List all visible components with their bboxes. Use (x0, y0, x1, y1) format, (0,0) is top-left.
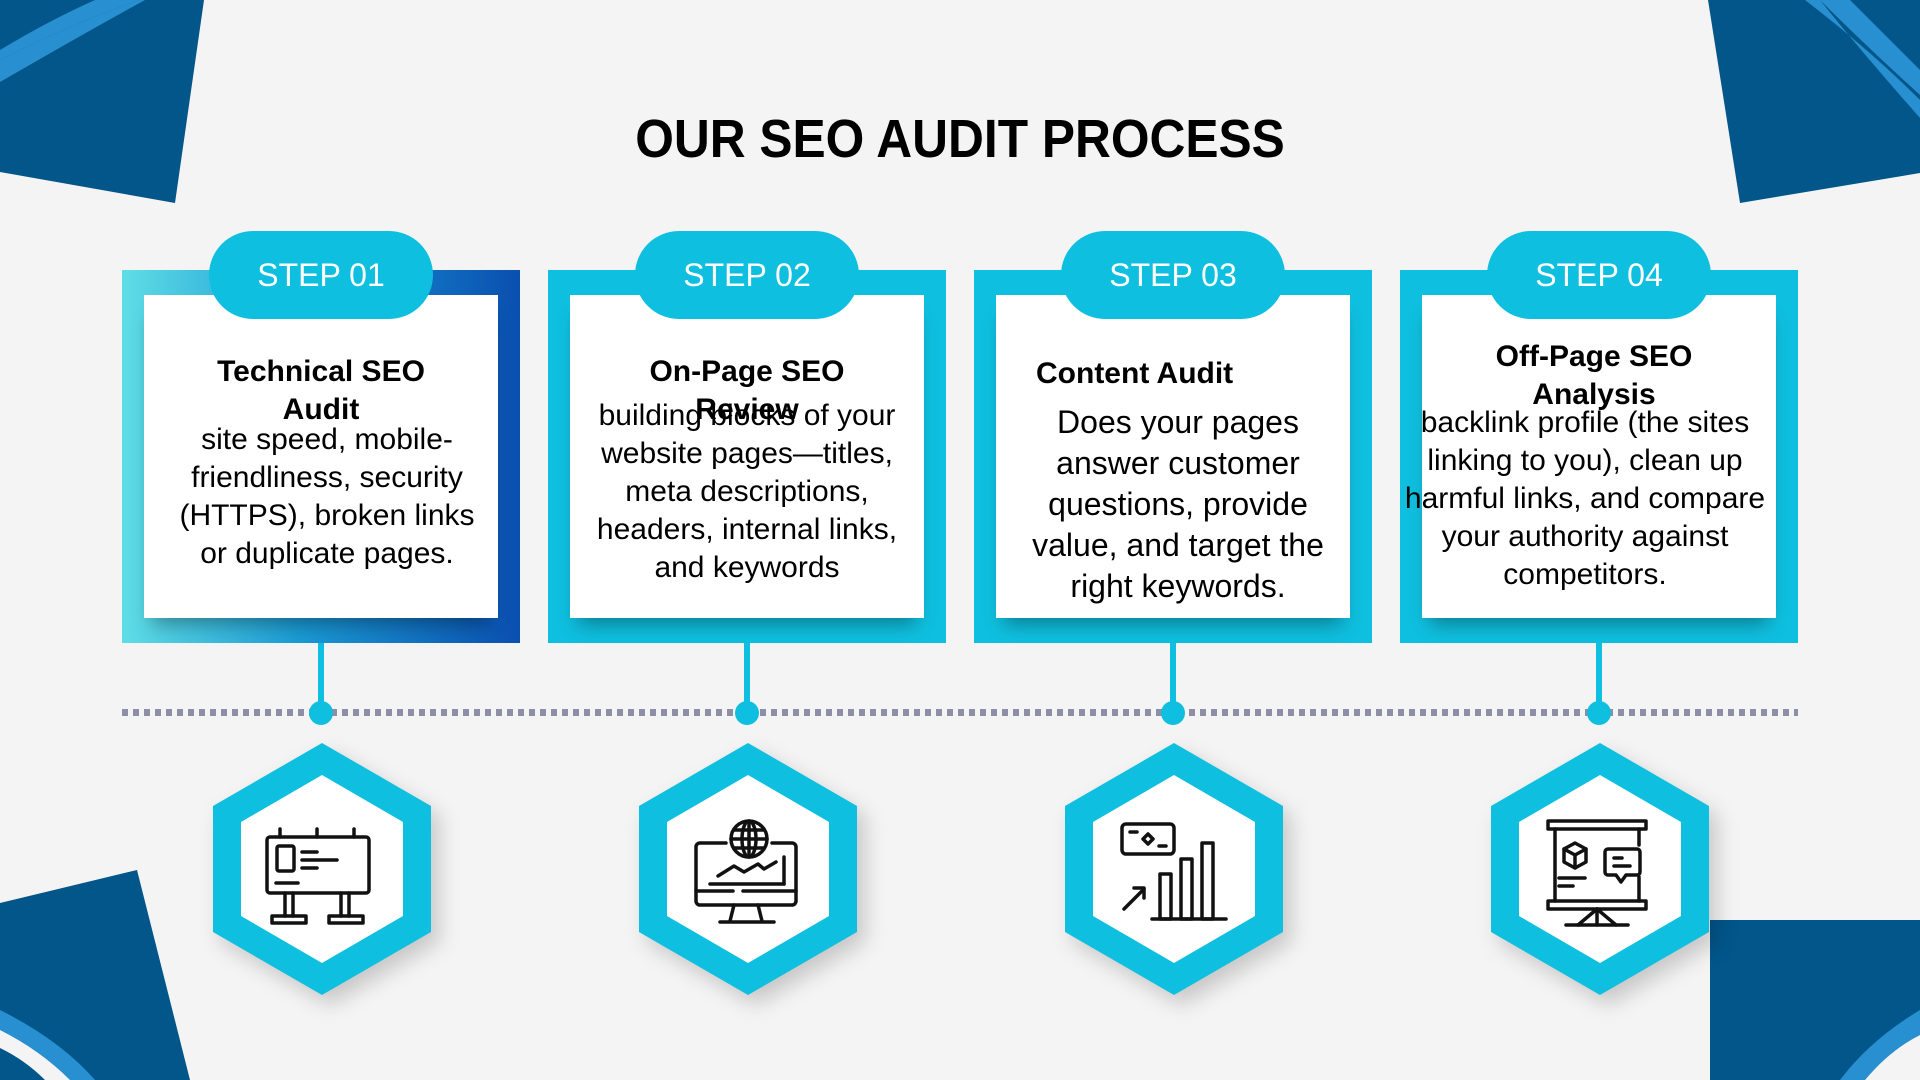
timeline-node-3 (1161, 701, 1185, 725)
timeline-node-2 (735, 701, 759, 725)
step-title: Content Audit (1036, 357, 1234, 390)
presentation-board-icon (1540, 809, 1660, 929)
step-description: backlink profile (the sites linking to y… (1404, 406, 1766, 591)
step-card-body: Technical SEO Audit site speed, mobile-f… (144, 295, 498, 618)
step-card-4: Off-Page SEO Analysis backlink profile (… (1400, 270, 1798, 643)
corner-decoration-bottom-right (1710, 920, 1920, 1080)
step-card-2: On-Page SEO Review building blocks of yo… (548, 270, 946, 643)
corner-decoration-top-left (0, 0, 210, 210)
step-hexagon-2 (639, 743, 857, 995)
corner-decoration-bottom-left (0, 870, 200, 1080)
step-connector (1170, 643, 1176, 713)
timeline-dotted-line (122, 709, 1798, 716)
timeline-node-4 (1587, 701, 1611, 725)
step-connector (744, 643, 750, 713)
step-title: Technical SEO Audit (217, 355, 425, 426)
step-card-body: Content Audit Does your pages answer cus… (996, 295, 1350, 618)
step-title: On-Page SEO Review (649, 355, 845, 426)
timeline-node-1 (309, 701, 333, 725)
billboard-icon (262, 809, 382, 929)
step-badge-1: STEP 01 (209, 231, 433, 319)
corner-decoration-top-right (1690, 0, 1920, 210)
step-card-3: Content Audit Does your pages answer cus… (974, 270, 1372, 643)
growth-bar-chart-icon (1114, 809, 1234, 929)
step-badge-3: STEP 03 (1061, 231, 1285, 319)
step-connector (1596, 643, 1602, 713)
monitor-globe-chart-icon (688, 809, 808, 929)
step-title: Off-Page SEO Analysis (1495, 340, 1693, 411)
step-hexagon-1 (213, 743, 431, 995)
step-description: site speed, mobile-friendliness, securit… (179, 423, 475, 570)
step-hexagon-4 (1491, 743, 1709, 995)
step-connector (318, 643, 324, 713)
step-card-body: On-Page SEO Review building blocks of yo… (570, 295, 924, 618)
step-description: building blocks of your website pages—ti… (596, 399, 898, 584)
step-description: Does your pages answer customer question… (1032, 404, 1324, 604)
step-badge-4: STEP 04 (1487, 231, 1711, 319)
step-badge-2: STEP 02 (635, 231, 859, 319)
step-hexagon-3 (1065, 743, 1283, 995)
page-title: OUR SEO AUDIT PROCESS (635, 109, 1285, 169)
step-card-body: Off-Page SEO Analysis backlink profile (… (1405, 295, 1776, 618)
step-card-1: Technical SEO Audit site speed, mobile-f… (122, 270, 520, 643)
